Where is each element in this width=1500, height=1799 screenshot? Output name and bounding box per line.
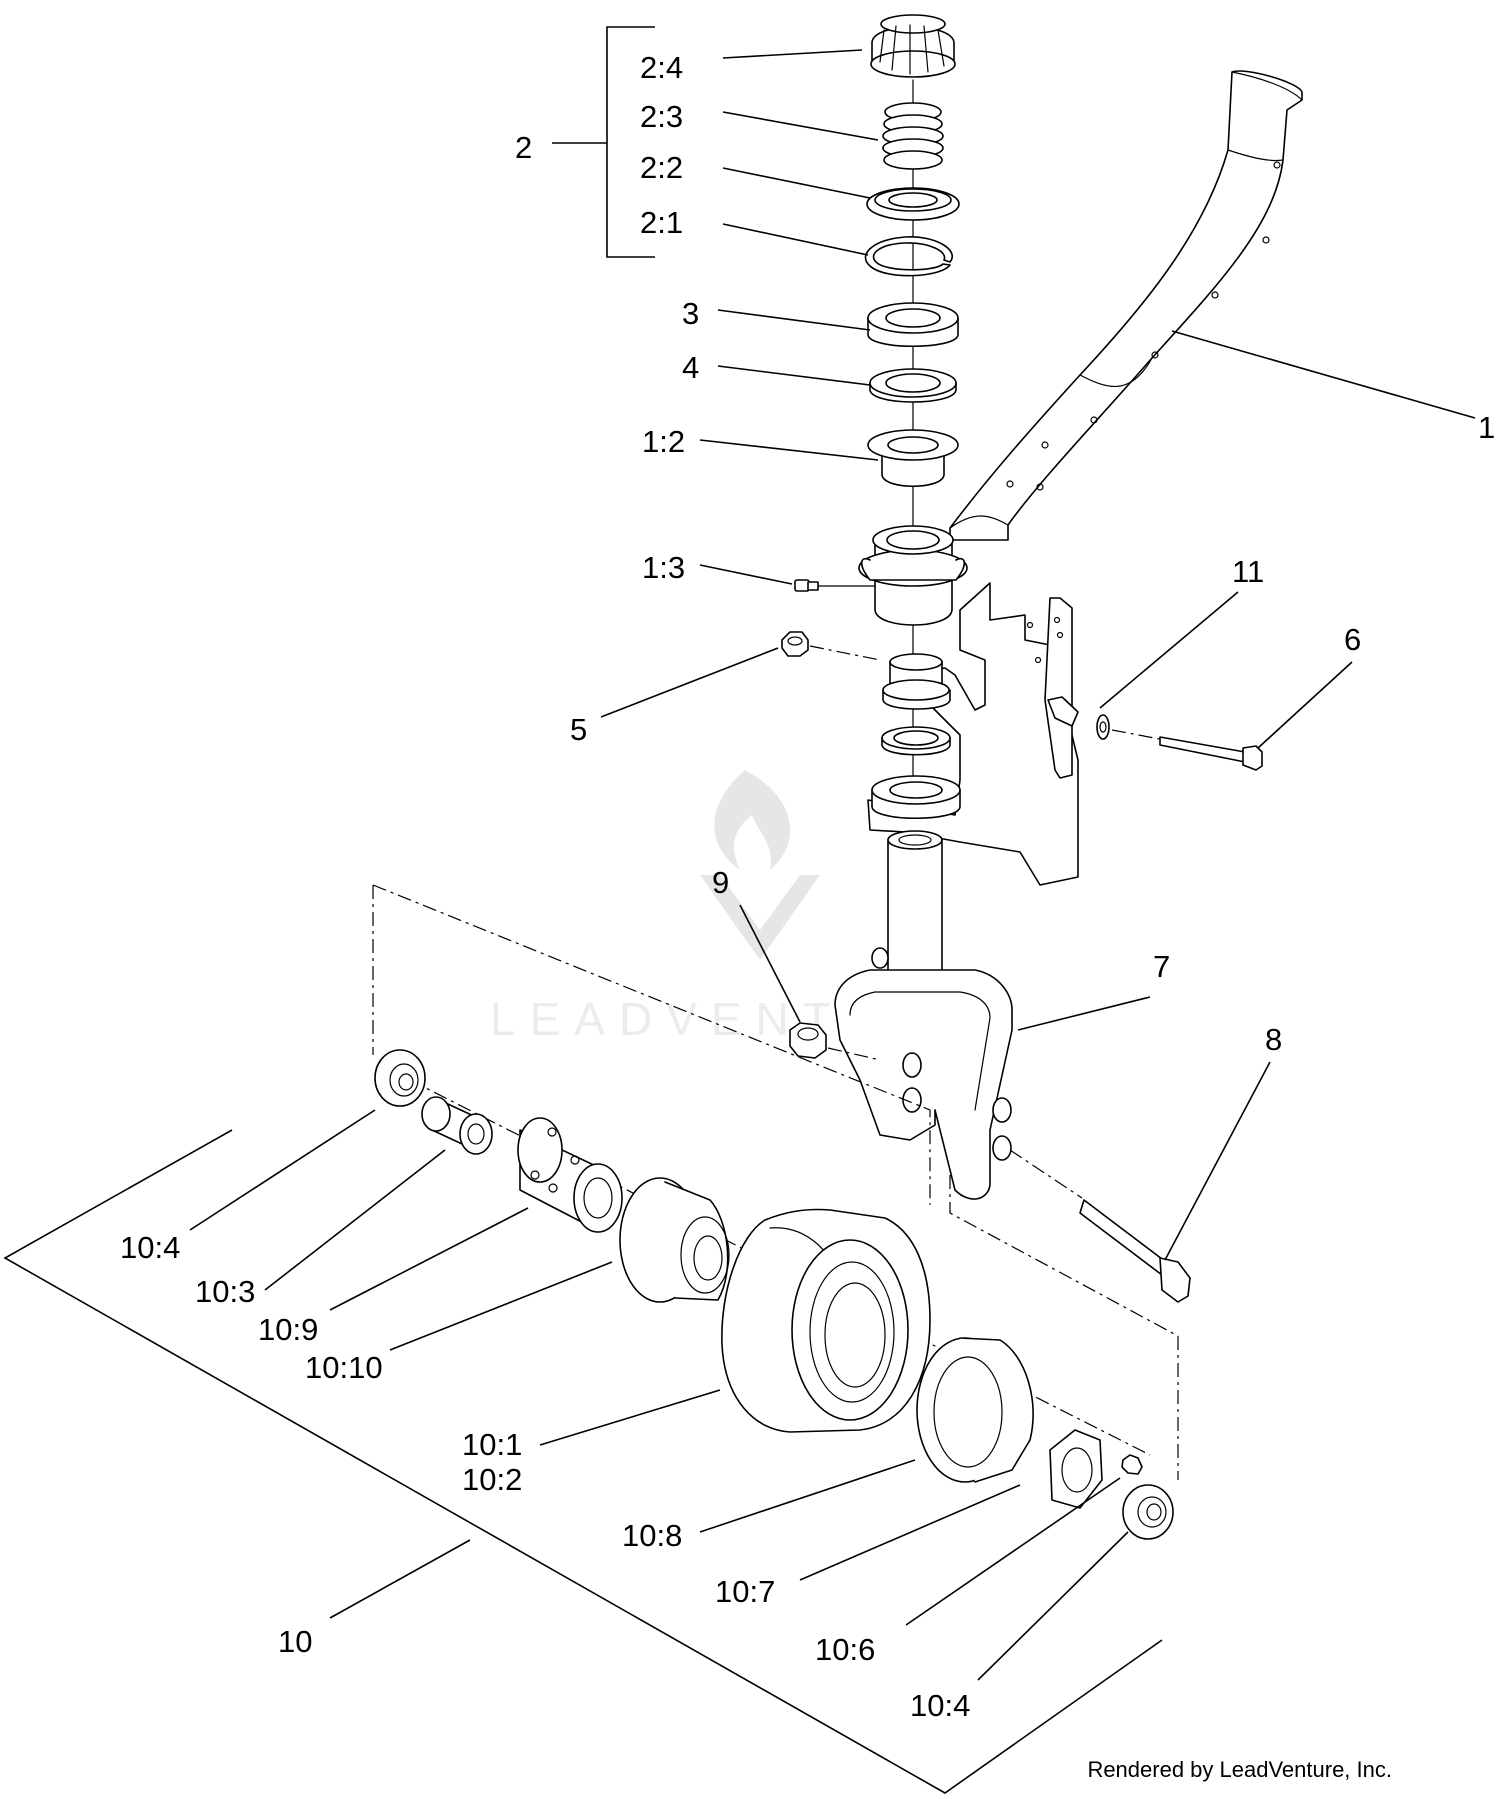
part-snap-ring <box>864 236 953 277</box>
callout-11: 11 <box>1232 554 1264 589</box>
callout-3: 3 <box>682 296 699 331</box>
part-tire <box>721 1208 931 1433</box>
callout-10-2: 10:2 <box>462 1462 522 1497</box>
callout-5: 5 <box>570 712 587 747</box>
callout-10-3: 10:3 <box>195 1274 255 1309</box>
callout-8: 8 <box>1265 1022 1282 1057</box>
part-flange-bushing-upper <box>867 429 959 488</box>
part-caster-arm <box>949 70 1303 541</box>
callout-2: 2 <box>515 130 532 165</box>
part-flat-washer <box>869 368 957 403</box>
part-grease-fitting <box>794 579 876 592</box>
wheel-group-dashed-outline <box>372 884 1179 1480</box>
callout-2-4: 2:4 <box>640 50 683 85</box>
part-rim-half-inner <box>619 1177 730 1303</box>
leaders <box>189 49 1476 1681</box>
callout-10: 10 <box>278 1624 312 1659</box>
callout-1-3: 1:3 <box>642 550 685 585</box>
callout-10-10: 10:10 <box>305 1350 383 1385</box>
part-wheel-bearing-right <box>1122 1484 1174 1540</box>
part-dust-cap <box>870 14 956 78</box>
group-10-frame <box>3 1129 1163 1794</box>
part-spacer-tube <box>421 1096 493 1155</box>
callout-10-9: 10:9 <box>258 1312 318 1347</box>
callout-1: 1 <box>1478 410 1495 445</box>
callout-2-2: 2:2 <box>640 150 683 185</box>
part-bolt-6 <box>1111 729 1263 771</box>
part-hub-plate <box>1049 1429 1103 1509</box>
part-nut-10-6 <box>1121 1454 1143 1475</box>
callout-9: 9 <box>712 865 729 900</box>
part-caster-fork <box>834 830 1013 1200</box>
part-stud <box>1047 696 1079 727</box>
group-2-bracket <box>606 26 655 258</box>
part-spacer-9 <box>789 1022 881 1061</box>
part-wheel-bearing-left <box>374 1049 426 1107</box>
callout-6: 6 <box>1344 622 1361 657</box>
callout-10-1: 10:1 <box>462 1427 522 1462</box>
part-bearing-cup <box>867 302 959 347</box>
part-lower-washer <box>881 726 951 756</box>
callout-1-2: 1:2 <box>642 424 685 459</box>
callout-2-1: 2:1 <box>640 205 683 240</box>
part-lock-washer <box>1096 714 1110 740</box>
render-credit: Rendered by LeadVenture, Inc. <box>1087 1757 1392 1782</box>
part-nut-5 <box>781 631 881 661</box>
part-lower-bearing-cup <box>871 775 961 819</box>
callout-10-4-right: 10:4 <box>910 1688 970 1723</box>
part-rim-half-outer <box>916 1337 1034 1483</box>
callout-10-8: 10:8 <box>622 1518 682 1553</box>
part-caster-housing <box>858 525 968 626</box>
callout-10-7: 10:7 <box>715 1574 775 1609</box>
callout-10-4-left: 10:4 <box>120 1230 180 1265</box>
part-wheel-hub <box>517 1117 623 1233</box>
part-thrust-washer <box>866 187 960 221</box>
callout-4: 4 <box>682 350 699 385</box>
part-axle-bolt-8 <box>1009 1149 1191 1303</box>
callout-2-3: 2:3 <box>640 99 683 134</box>
callout-10-6: 10:6 <box>815 1632 875 1667</box>
part-flange-bushing-lower <box>882 653 951 710</box>
callout-7: 7 <box>1153 949 1170 984</box>
part-spring <box>882 102 944 170</box>
